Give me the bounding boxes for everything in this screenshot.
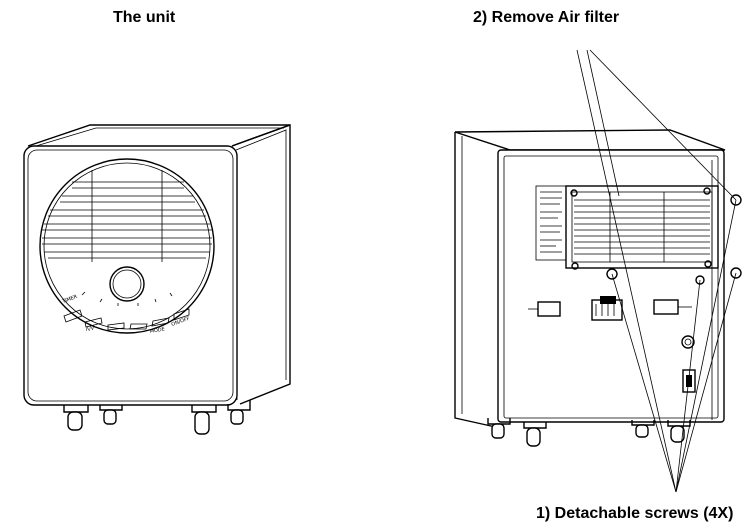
back-unit-drawing — [454, 49, 742, 493]
back-casters — [487, 418, 691, 447]
screws-caption: 1) Detachable screws (4X) — [536, 505, 734, 522]
back-connectors — [528, 296, 692, 321]
front-panel-label: MODE — [149, 326, 165, 335]
front-panel-label: ᐱ/ᐯ — [85, 325, 95, 332]
front-casters — [63, 400, 251, 435]
front-panel-label: TIMER — [61, 294, 79, 305]
front-unit-drawing: TIMER ᐱ/ᐯ MODE ON/OFF — [23, 124, 291, 435]
detached-screws — [606, 194, 742, 285]
callout-lines — [576, 49, 737, 493]
air-filter — [565, 185, 719, 270]
remove-filter-caption: 2) Remove Air filter — [473, 9, 620, 26]
unit-caption: The unit — [113, 9, 176, 26]
